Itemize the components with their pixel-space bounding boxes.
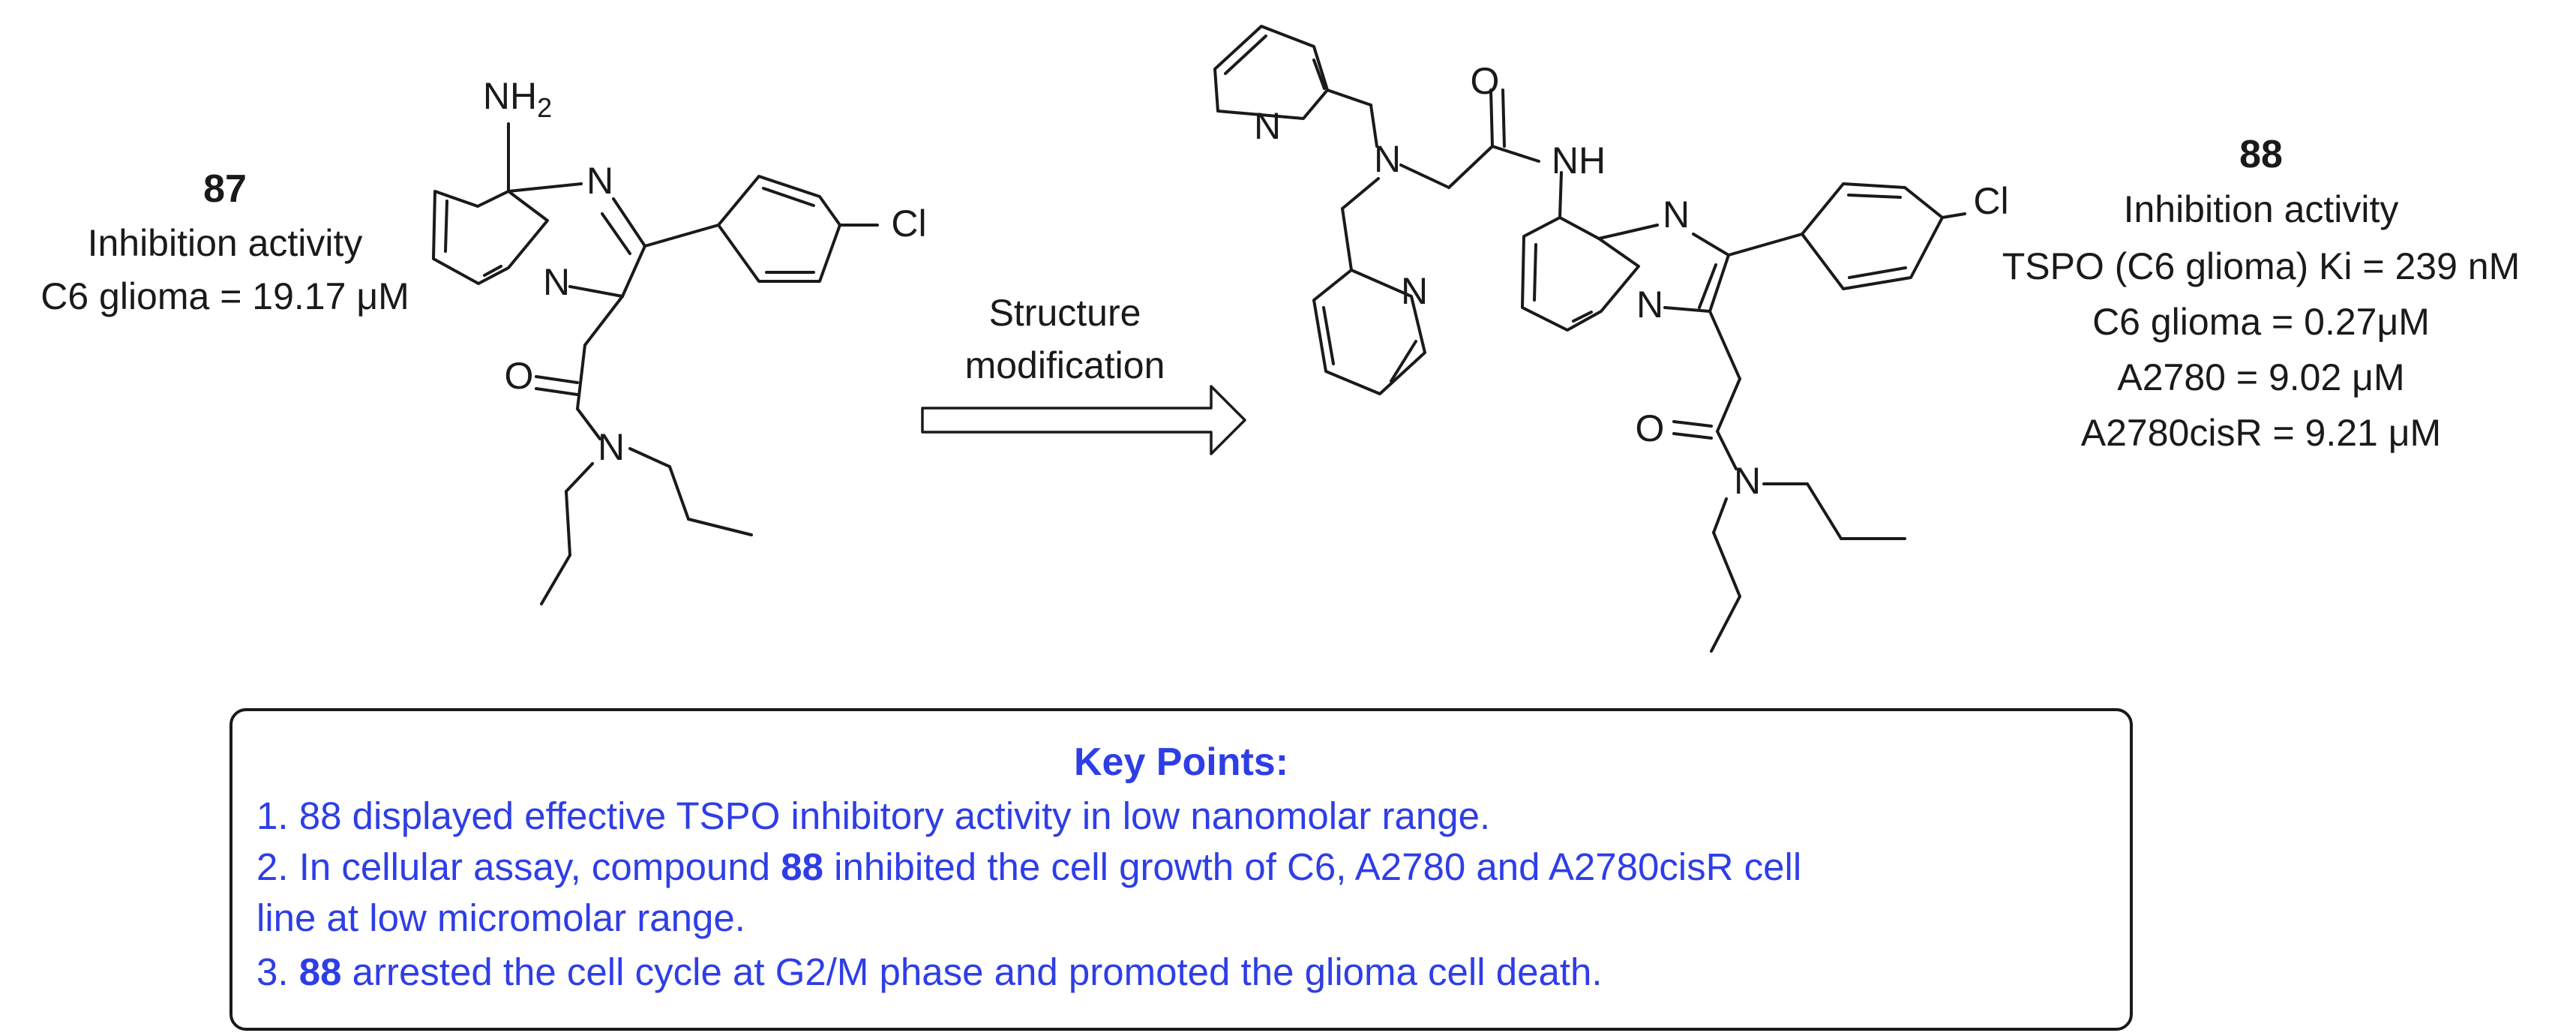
key-point-2-continued: line at low micromolar range. bbox=[256, 896, 745, 939]
atom-label-n-imidazole-88: N bbox=[1663, 194, 1690, 236]
atom-label-cl-88: Cl bbox=[1973, 180, 2008, 222]
compound-87-id: 87 bbox=[203, 167, 247, 211]
compound-88-id: 88 bbox=[2239, 133, 2283, 176]
compound-87-structure bbox=[432, 122, 879, 605]
compound-87-info: 87 Inhibition activity C6 glioma = 19.17… bbox=[0, 164, 450, 321]
atom-label-o-87: O bbox=[505, 355, 534, 397]
atom-label-n-amine: N bbox=[1374, 138, 1401, 180]
key-point-2: 2. In cellular assay, compound 88 inhibi… bbox=[256, 845, 1802, 888]
compound-88-structure bbox=[1213, 25, 1966, 653]
atom-label-nh: NH bbox=[1552, 140, 1606, 182]
key-point-3-compound: 88 bbox=[298, 950, 342, 993]
atom-label-n-imidazole-87: N bbox=[586, 160, 613, 202]
transformation-arrow bbox=[921, 385, 1246, 455]
key-point-3: 3. 88 arrested the cell cycle at G2/M ph… bbox=[256, 950, 1603, 993]
compound-88-activity-title: Inhibition activity bbox=[2123, 188, 2399, 230]
arrow-label-line1: Structure bbox=[988, 292, 1141, 334]
compound-88-activity-tspo: TSPO (C6 glioma) Ki = 239 nM bbox=[2002, 245, 2521, 287]
compound-87-activity-title: Inhibition activity bbox=[87, 222, 363, 264]
key-points-title: Key Points: bbox=[1073, 740, 1289, 784]
key-point-1: 1. 88 displayed effective TSPO inhibitor… bbox=[256, 794, 1491, 837]
arrow-label-line2: modification bbox=[964, 344, 1165, 386]
atom-label-cl-87: Cl bbox=[891, 203, 926, 245]
atom-label-n-pyridine-bottom: N bbox=[1401, 270, 1428, 312]
key-point-2-compound: 88 bbox=[781, 845, 823, 888]
atom-label-o-88: O bbox=[1471, 60, 1500, 102]
atom-label-nh2: NH2 bbox=[483, 75, 552, 122]
atom-label-n-amide-87: N bbox=[598, 426, 625, 468]
compound-88-activity-a2780cisr: A2780cisR = 9.21 μM bbox=[2080, 412, 2442, 454]
atom-label-n-pyridine-top: N bbox=[1254, 105, 1281, 147]
compound-88-activity-a2780: A2780 = 9.02 μM bbox=[2117, 356, 2405, 398]
atom-label-o-amide-88: O bbox=[1636, 407, 1665, 449]
compound-88-activity-c6: C6 glioma = 0.27μM bbox=[2092, 301, 2430, 343]
atom-label-n-amide-88: N bbox=[1734, 460, 1761, 502]
arrow-label: Structure modification bbox=[892, 287, 1237, 392]
compound-88-info: 88 Inhibition activity TSPO (C6 glioma) … bbox=[1950, 129, 2572, 461]
key-points-box: Key Points: 1. 88 displayed effective TS… bbox=[229, 708, 2133, 1031]
atom-label-n-bridge-87: N bbox=[543, 261, 570, 303]
compound-87-activity-c6: C6 glioma = 19.17 μM bbox=[40, 275, 409, 317]
atom-label-n-bridge-88: N bbox=[1636, 284, 1663, 326]
